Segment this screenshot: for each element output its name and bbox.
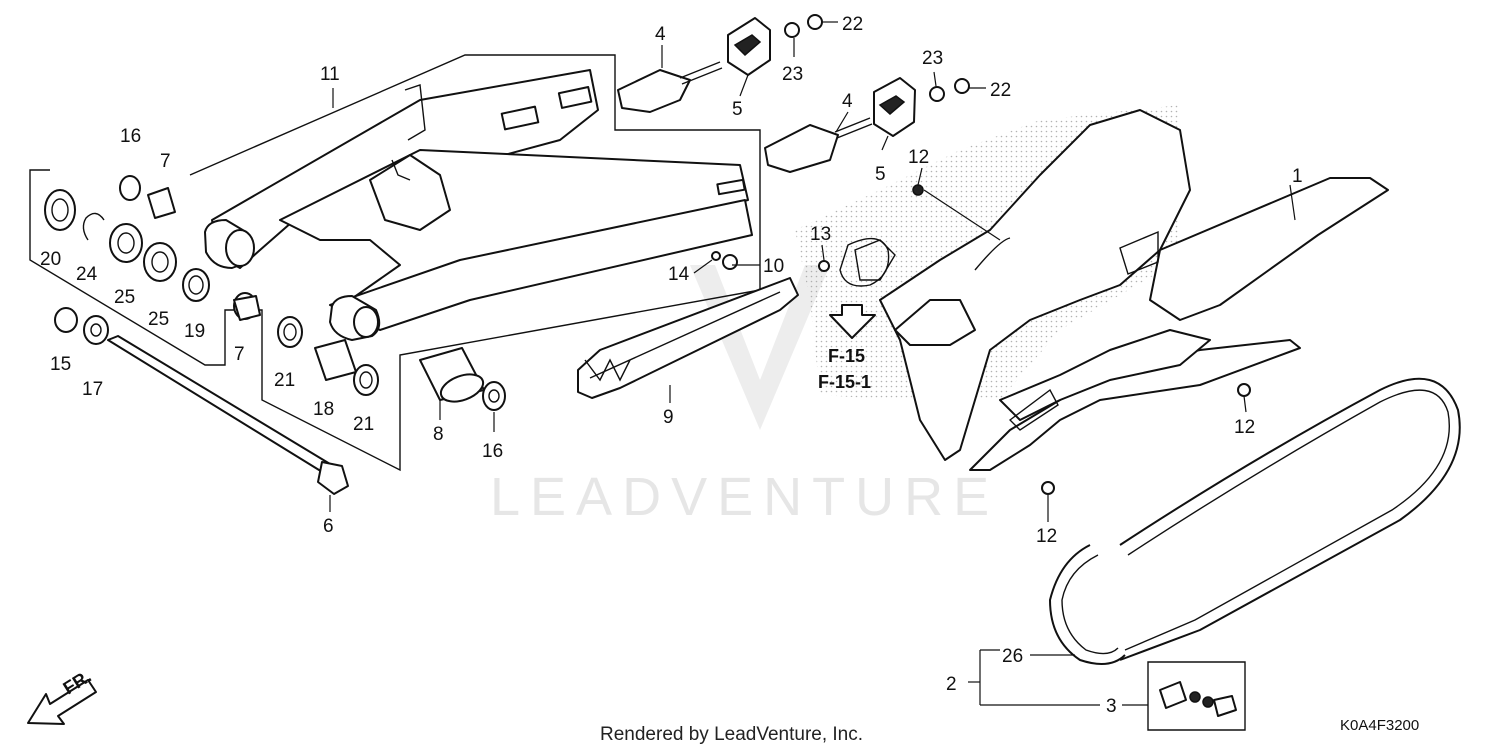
callout-17[interactable]: 17 <box>82 379 103 400</box>
callout-11[interactable]: 11 <box>320 64 340 85</box>
watermark-text: LEADVENTURE <box>490 467 999 527</box>
callout-22-lower[interactable]: 22 <box>990 80 1011 101</box>
callout-2[interactable]: 2 <box>946 674 957 695</box>
front-direction-indicator: FR. <box>27 666 97 725</box>
callout-7-upper[interactable]: 7 <box>160 151 171 172</box>
callout-19[interactable]: 19 <box>184 321 205 342</box>
chain-adjuster-upper <box>617 14 823 113</box>
chain-adjuster-lower <box>764 77 970 173</box>
chain-slider <box>577 252 799 399</box>
diagram-code: K0A4F3200 <box>1340 717 1419 734</box>
swingarm <box>204 69 753 341</box>
callout-7-lower[interactable]: 7 <box>234 344 245 365</box>
callout-15[interactable]: 15 <box>50 354 71 375</box>
callout-25-left[interactable]: 25 <box>114 287 135 308</box>
callout-4-lower[interactable]: 4 <box>842 91 853 112</box>
callout-13[interactable]: 13 <box>810 224 831 245</box>
pivot-bolt <box>54 307 349 495</box>
callout-12-right[interactable]: 12 <box>1234 417 1255 438</box>
callout-5-lower[interactable]: 5 <box>875 164 886 185</box>
rear-fender <box>854 109 1389 471</box>
callout-24[interactable]: 24 <box>76 264 98 285</box>
callout-25-right[interactable]: 25 <box>148 309 169 330</box>
callout-16-upper[interactable]: 16 <box>120 126 141 147</box>
ref-f15[interactable]: F-15 <box>828 346 865 366</box>
callout-21-right[interactable]: 21 <box>353 414 374 435</box>
callout-14[interactable]: 14 <box>668 264 690 285</box>
callout-12-top[interactable]: 12 <box>908 147 929 168</box>
reference-arrow: F-15 F-15-1 <box>818 237 890 392</box>
swingarm-group-bracket <box>29 54 761 472</box>
callouts: 1 2 3 4 4 5 5 6 7 7 8 9 10 11 12 12 12 1… <box>40 14 1303 717</box>
callout-1[interactable]: 1 <box>1292 166 1303 187</box>
callout-18[interactable]: 18 <box>313 399 334 420</box>
pivot-bearings-right <box>277 316 506 411</box>
callout-23-lower[interactable]: 23 <box>922 48 943 69</box>
callout-12-bottom[interactable]: 12 <box>1036 526 1057 547</box>
leader-lines <box>329 21 1296 706</box>
ref-f15-1[interactable]: F-15-1 <box>818 372 871 392</box>
callout-22-upper[interactable]: 22 <box>842 14 863 35</box>
callout-21-left[interactable]: 21 <box>274 370 295 391</box>
callout-3[interactable]: 3 <box>1106 696 1117 717</box>
callout-8[interactable]: 8 <box>433 424 444 445</box>
callout-6[interactable]: 6 <box>323 516 334 537</box>
drive-chain <box>1049 377 1461 665</box>
chain-joint-box <box>1147 661 1246 731</box>
callout-10[interactable]: 10 <box>763 256 784 277</box>
callout-26[interactable]: 26 <box>1002 646 1023 667</box>
callout-4-upper[interactable]: 4 <box>655 24 666 45</box>
rendered-by-credit: Rendered by LeadVenture, Inc. <box>600 724 863 745</box>
callout-16-lower[interactable]: 16 <box>482 441 503 462</box>
callout-5-upper[interactable]: 5 <box>732 99 743 120</box>
pivot-bearings-left <box>44 175 261 321</box>
callout-9[interactable]: 9 <box>663 407 674 428</box>
callout-20[interactable]: 20 <box>40 249 61 270</box>
callout-23-upper[interactable]: 23 <box>782 64 803 85</box>
front-arrow-icon <box>27 679 97 725</box>
